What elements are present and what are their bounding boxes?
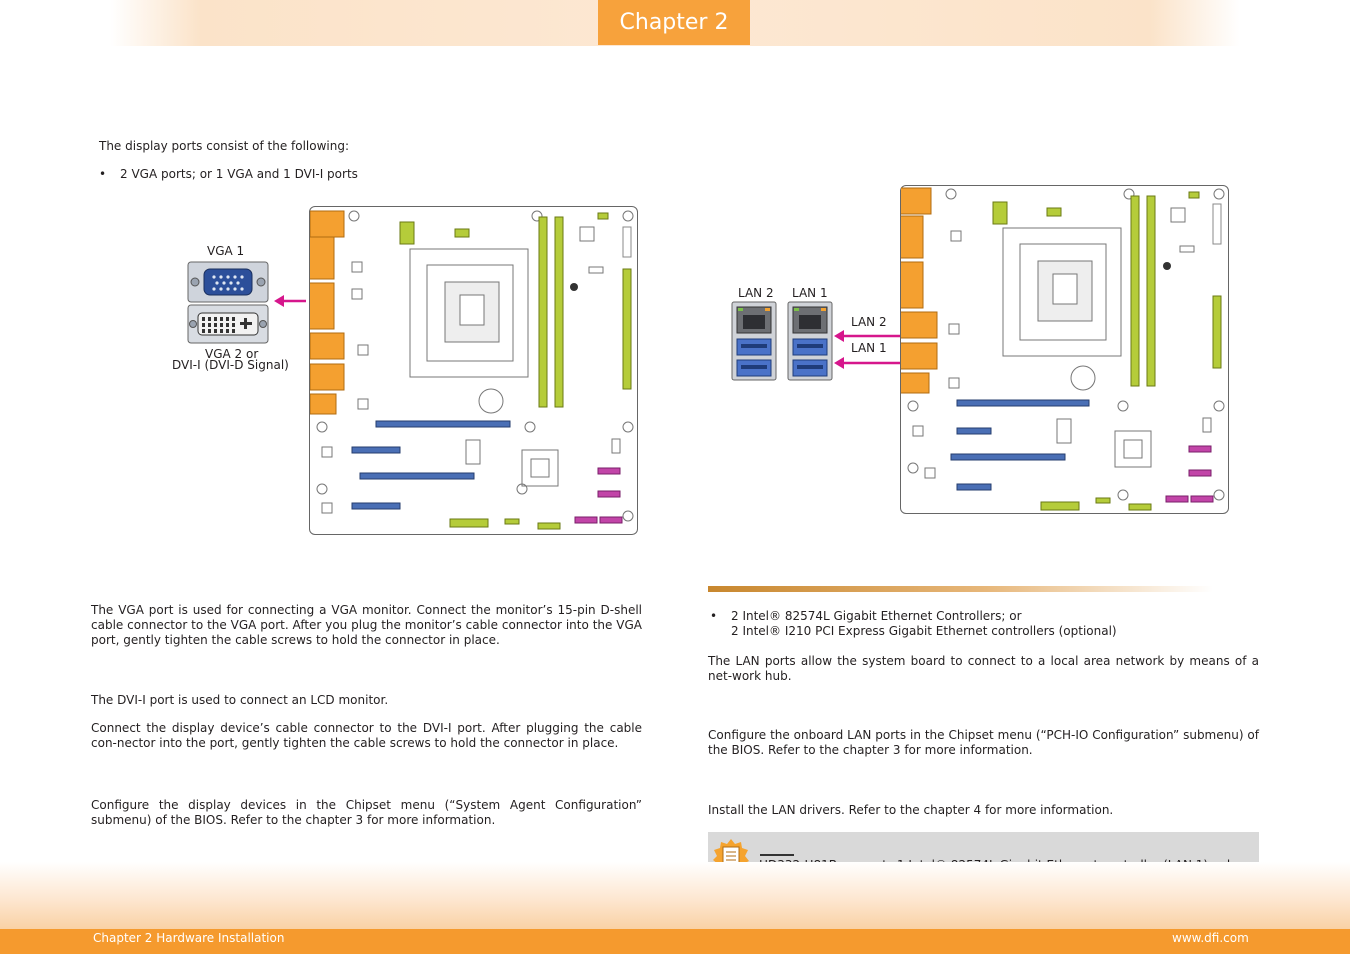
- dvi-label: DVI-I (DVI-D Signal): [172, 358, 289, 372]
- section-separator: [708, 586, 1213, 592]
- display-connector-illustration: [187, 261, 269, 344]
- vga1-label: VGA 1: [207, 244, 245, 258]
- bullet-dot: •: [710, 609, 718, 623]
- lan-paragraph: The LAN ports allow the system board to …: [708, 654, 1259, 683]
- footer-gradient: [0, 862, 1350, 932]
- lan1-arrow-label: LAN 1: [851, 341, 887, 355]
- motherboard-diagram-left: [303, 206, 638, 535]
- bullet-dot: •: [99, 167, 107, 181]
- display-intro: The display ports consist of the followi…: [99, 139, 350, 153]
- note-rule: [760, 854, 794, 856]
- dvi-paragraph-2: Connect the display device’s cable conne…: [91, 721, 642, 750]
- vga-arrow: [274, 295, 306, 307]
- lan-bullet-line2: 2 Intel® I210 PCI Express Gigabit Ethern…: [731, 624, 1117, 638]
- motherboard-left-drawing: [303, 210, 634, 530]
- lan2-top-label: LAN 2: [738, 286, 774, 300]
- vga-paragraph: The VGA port is used for connecting a VG…: [91, 603, 642, 647]
- lan-driver-paragraph: Install the LAN drivers. Refer to the ch…: [708, 803, 1114, 817]
- display-bullet: 2 VGA ports; or 1 VGA and 1 DVI-I ports: [120, 167, 358, 181]
- motherboard-right-drawing: [892, 187, 1225, 511]
- lan-bullet-line1: 2 Intel® 82574L Gigabit Ethernet Control…: [731, 609, 1022, 623]
- lan1-top-label: LAN 1: [792, 286, 828, 300]
- footer-bar: [0, 929, 1350, 954]
- lan-bios-paragraph: Configure the onboard LAN ports in the C…: [708, 728, 1259, 757]
- vga2-label: VGA 2 or: [205, 347, 259, 361]
- lan-arrows: [834, 330, 901, 369]
- dvi-paragraph-1: The DVI-I port is used to connect an LCD…: [91, 693, 389, 707]
- lan-ports-illustration: [731, 301, 833, 381]
- lan2-arrow-label: LAN 2: [851, 315, 887, 329]
- footer-website: www.dfi.com: [1172, 931, 1249, 945]
- display-bios-paragraph: Configure the display devices in the Chi…: [91, 798, 642, 827]
- chapter-tab: Chapter 2: [598, 0, 750, 45]
- motherboard-diagram-right: [892, 185, 1229, 514]
- footer-chapter: Chapter 2 Hardware Installation: [93, 931, 285, 945]
